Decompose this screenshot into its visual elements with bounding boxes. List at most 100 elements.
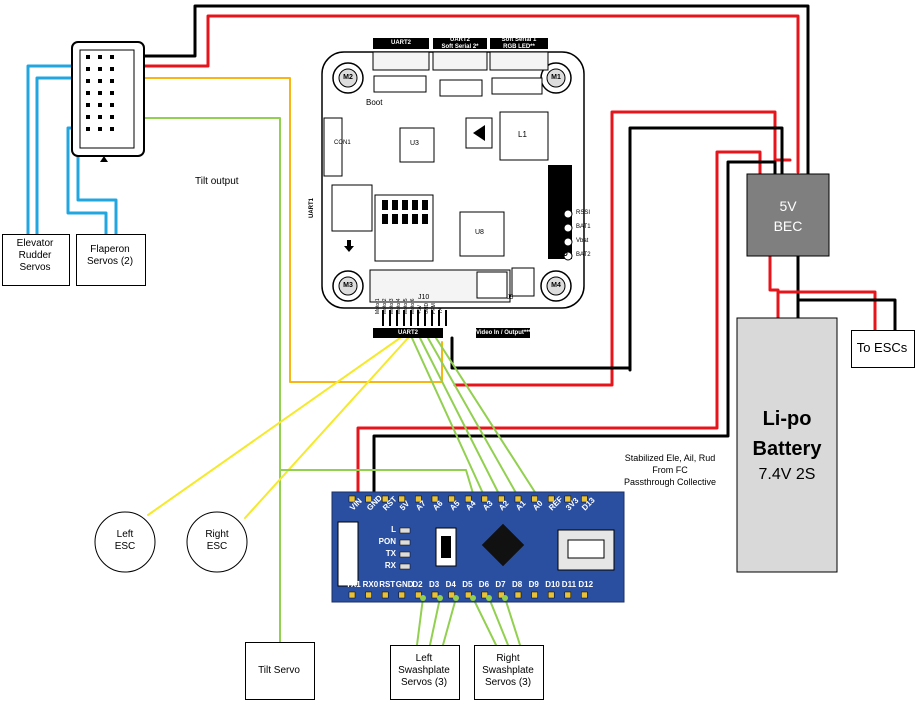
nano-led-label: RX [384,561,396,570]
nano-bottom-pin [498,591,505,599]
to-escs-box [851,330,915,368]
fc-soft-serial1-label: Soft Serial 1 RGB LED** [501,37,537,50]
nano-bottom-pin [514,591,522,599]
nano-bottom-pin [547,591,555,599]
nano-top-pin [365,495,372,503]
left-esc-label: Left ESC [114,529,136,552]
receiver-pins [86,55,114,131]
nano-top-header [348,495,588,503]
fc-gnd-label: GND [552,251,568,258]
fc-bottom-pin-label: Motor3 [389,298,395,314]
wires [26,4,897,646]
receiver-key-arrow [100,156,108,162]
nano-bottom-pin-label: GND [395,580,414,589]
nano-bottom-pin [448,591,455,599]
wire-fc-red [610,110,792,162]
flight-controller [321,38,585,338]
nano-top-pin [431,495,439,503]
nano-bottom-pin [415,591,422,599]
nano-bottom-pin-label: D4 [445,580,456,589]
nano-top-pin [547,495,555,503]
fc-bottom-pin-label: Motor1 [375,298,381,314]
swash-pin-dots [420,595,508,601]
nano-top-pin [481,495,489,503]
nano-bottom-pin-label: D5 [462,580,473,589]
fc-j10-label: J10 [418,294,430,301]
nano-bottom-pin-label: TX1 [346,580,361,589]
fc-m-label-1: M1 [551,74,561,81]
wire-green-fc-a1 [427,337,521,501]
nano-bottom-pin [531,591,538,599]
nano-bottom-pin-label: D9 [528,580,539,589]
right-esc-circle [186,511,248,573]
nano-top-pin [448,495,455,503]
fc-m-label-2: M2 [343,74,353,81]
nano-bottom-pin-label: D6 [478,580,490,589]
battery-title: Li-po Battery [752,408,822,460]
wire-fc-black [628,126,784,372]
wire-tilt-orange [129,77,443,383]
nano-bottom-pin [581,591,588,599]
wire-green-d2 [416,597,424,646]
fc-bottom-pin-label: +5V [417,304,423,314]
nano-top-pin [498,495,505,503]
wire-fc-red2 [453,113,614,387]
left-esc-circle [94,511,156,573]
fc-u3-label: U3 [410,140,419,147]
battery-spec: 7.4V 2S [758,466,816,483]
left-swash-box [390,645,460,700]
nano-bottom-pin-label: D7 [495,580,506,589]
elevator-rudder-label: Elevator Rudder Servos [16,238,54,273]
wire-green-d5 [472,597,497,646]
nano-bottom-pin [398,591,406,599]
nano-led-label: L [391,525,396,534]
wire-fc-black2 [450,336,632,370]
elevator-rudder-box [2,234,70,286]
fc-bottom-pin-label: TX [438,307,444,314]
nano-top-pin [564,495,572,503]
wire-blue-1 [26,64,80,236]
stabilized-note: Stabilized Ele, Ail, Rud From FC Passthr… [623,453,717,487]
wire-nano-vin [356,150,762,502]
wire-yellow-right [244,337,409,519]
wire-green-d7 [504,597,521,646]
nano-top-pin [381,495,389,503]
fc-pad-vbat: Vbat [576,238,589,244]
nano-top-pin [398,495,406,503]
fc-pad-bat2: BAT2 [576,252,591,258]
wire-green-fc-a3 [411,337,487,501]
nano-bottom-pin-label: D11 [561,580,577,589]
right-swash-box [474,645,544,700]
fc-bottom-pin-label: Motor4 [396,298,402,314]
nano-bottom-header [348,591,588,599]
fc-pad-rssi: RSSI [576,210,591,216]
nano-bottom-pin-label: RST [379,580,396,589]
wire-yellow-left [147,337,401,516]
side-pads [563,209,573,261]
nano-bottom-pin-label: D8 [512,580,523,589]
nano-bottom-pin [431,591,439,599]
right-swash-label: Right Swashplate Servos (3) [482,653,534,688]
nano-bottom-pin [365,591,372,599]
fc-bottom-pin-label: Motor2 [382,298,388,314]
nano-bottom-pin [464,591,472,599]
nano-top-pin [514,495,522,503]
wire-green-d4 [442,597,457,646]
fc-con1-label: CON1 [334,140,351,146]
nano-led-label: PON [378,537,396,546]
battery-box [736,317,838,573]
nano-top-pin [415,495,422,503]
nano-top-pin [348,495,356,503]
nano-top-pin [464,495,472,503]
wire-bat-esc-red [776,290,877,332]
fc-soft-serial2-label: UART2 Soft Serial 2* [441,37,479,50]
fc-bottom-pin-label: GND [424,302,430,314]
fc-l1-label: L1 [518,130,527,139]
arduino-nano [331,491,625,603]
direction-arrow [344,240,354,252]
wire-green-fc-a2 [419,337,503,501]
tilt-servo-label: Tilt Servo [258,665,300,676]
fc-video-label: Video In / Output*** [476,330,531,336]
flaperon-box [76,234,146,286]
fc-m-label-4: M4 [551,282,561,289]
